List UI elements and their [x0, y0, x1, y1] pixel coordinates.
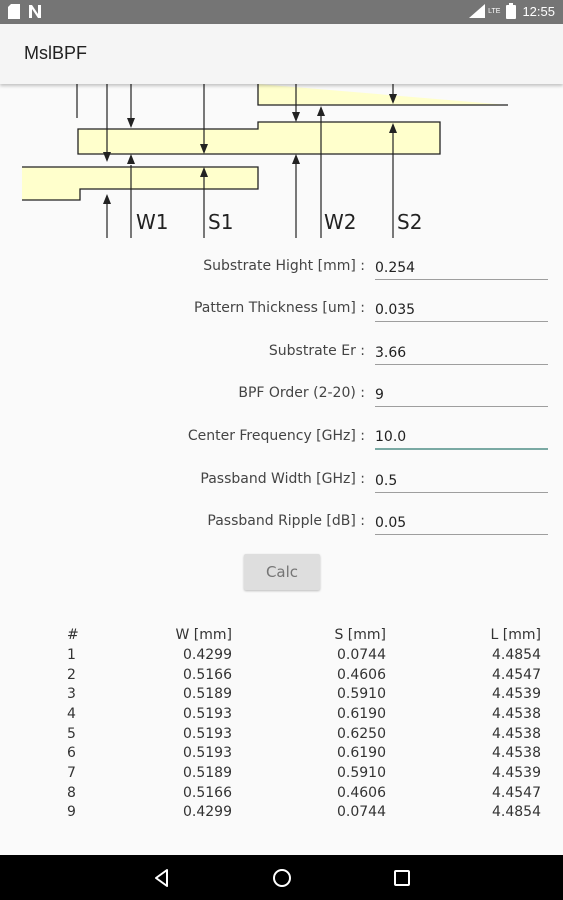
calc-button[interactable]: Calc: [244, 554, 320, 590]
arrow-down-icon: [389, 94, 397, 104]
signal-icon: [469, 4, 486, 18]
results-header: # W [mm] S [mm] L [mm]: [0, 627, 563, 647]
arrow-up-icon: [389, 123, 397, 133]
label-w2: W2: [324, 210, 357, 234]
home-icon[interactable]: [270, 866, 294, 890]
passband-ripple-label: Passband Ripple [dB] :: [207, 513, 365, 529]
dimension-arrows: [103, 94, 397, 204]
n-notification-icon: [29, 5, 41, 18]
battery-icon: [506, 3, 517, 19]
arrow-down-icon: [127, 118, 135, 128]
form-row-pattern-thickness: Pattern Thickness [um] :: [0, 294, 563, 324]
table-row: 3 0.5189 0.5910 4.4539: [67, 686, 541, 702]
label-w1: W1: [136, 210, 169, 234]
form-row-center-frequency: Center Frequency [GHz] :: [0, 422, 563, 452]
arrow-down-icon: [292, 112, 300, 122]
table-row: 4 0.5193 0.6190 4.4538: [67, 706, 541, 722]
table-row: 6 0.5193 0.6190 4.4538: [67, 745, 541, 761]
form-row-bpf-order: BPF Order (2-20) :: [0, 379, 563, 409]
pattern-thickness-input[interactable]: [375, 294, 548, 322]
strip-bottom: [22, 166, 259, 201]
status-time: 12:55: [522, 3, 555, 19]
strip-top: [257, 84, 508, 106]
app-title: MslBPF: [24, 43, 87, 63]
header-s: S [mm]: [334, 627, 386, 643]
header-index: #: [67, 627, 79, 643]
arrow-up-icon: [127, 154, 135, 164]
bpf-order-input[interactable]: [375, 379, 548, 407]
back-icon[interactable]: [150, 866, 174, 890]
passband-ripple-input[interactable]: [375, 507, 548, 535]
arrow-up-icon: [292, 154, 300, 164]
navigation-bar: [0, 855, 563, 900]
arrow-up-icon: [103, 194, 111, 204]
form-row-substrate-height: Substrate Hight [mm] :: [0, 252, 563, 282]
lte-label: LTE: [488, 7, 501, 15]
passband-width-input[interactable]: [375, 465, 548, 493]
substrate-height-input[interactable]: [375, 252, 548, 280]
status-bar: LTE 12:55: [0, 0, 563, 24]
table-row: 1 0.4299 0.0744 4.4854: [67, 647, 541, 663]
coupled-line-diagram: W1 S1 W2 S2: [22, 84, 508, 238]
strip-middle: [77, 121, 441, 155]
sd-card-icon: [8, 4, 20, 19]
bpf-order-label: BPF Order (2-20) :: [238, 385, 365, 401]
label-s2: S2: [397, 210, 422, 234]
table-row: 2 0.5166 0.4606 4.4547: [67, 667, 541, 683]
substrate-height-label: Substrate Hight [mm] :: [203, 258, 365, 274]
passband-width-label: Passband Width [GHz] :: [200, 471, 365, 487]
substrate-er-label: Substrate Er :: [268, 343, 365, 359]
table-row: 5 0.5193 0.6250 4.4538: [67, 726, 541, 742]
table-row: 8 0.5166 0.4606 4.4547: [67, 785, 541, 801]
header-l: L [mm]: [490, 627, 541, 643]
pattern-thickness-label: Pattern Thickness [um] :: [193, 300, 365, 316]
form-row-passband-width: Passband Width [GHz] :: [0, 465, 563, 495]
table-row: 7 0.5189 0.5910 4.4539: [67, 765, 541, 781]
recents-icon[interactable]: [390, 866, 414, 890]
arrow-down-icon: [200, 144, 208, 154]
header-w: W [mm]: [175, 627, 233, 643]
app-bar: MslBPF: [0, 24, 563, 84]
table-row: 9 0.4299 0.0744 4.4854: [67, 804, 541, 820]
arrow-up-icon: [317, 106, 325, 116]
dimension-lines: [76, 84, 394, 238]
arrow-down-icon: [103, 152, 111, 162]
strip-lines: [22, 84, 508, 201]
substrate-er-input[interactable]: [375, 337, 548, 365]
center-frequency-input[interactable]: [375, 422, 548, 450]
form-row-substrate-er: Substrate Er :: [0, 337, 563, 367]
center-frequency-label: Center Frequency [GHz] :: [187, 428, 365, 444]
arrow-up-icon: [200, 167, 208, 177]
label-s1: S1: [208, 210, 233, 234]
form-row-passband-ripple: Passband Ripple [dB] :: [0, 507, 563, 537]
